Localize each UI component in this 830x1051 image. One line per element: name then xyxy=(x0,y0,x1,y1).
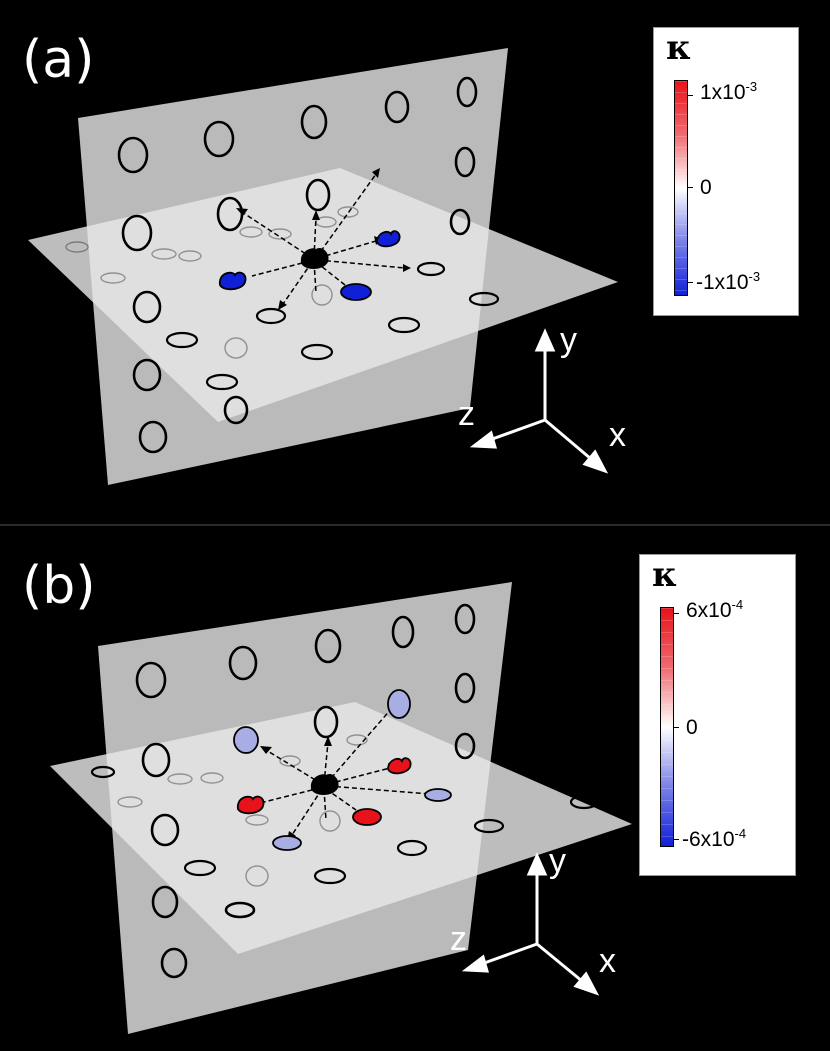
center-site xyxy=(310,774,339,796)
colorbar-max-label: 1x10-3 xyxy=(700,79,758,104)
positive-site xyxy=(237,795,265,815)
positive-site xyxy=(352,808,382,826)
axes-triad-a xyxy=(469,328,609,474)
site-ring xyxy=(454,672,476,704)
site-ring xyxy=(569,794,599,810)
site-ring xyxy=(132,290,162,324)
negative-site xyxy=(376,230,401,248)
site-ring xyxy=(473,818,505,834)
site-ring xyxy=(90,765,116,779)
site-ring xyxy=(135,661,167,699)
weak-negative-site xyxy=(272,835,302,851)
scene-a xyxy=(28,48,618,485)
panel-divider xyxy=(0,524,830,526)
z-axis-label: z xyxy=(450,920,467,958)
weak-negative-site xyxy=(424,788,452,802)
site-ring xyxy=(151,885,179,919)
neighbour-arrows xyxy=(263,707,431,836)
site-ring xyxy=(449,208,471,236)
colorbar xyxy=(674,80,688,296)
vertical-plane-sites xyxy=(135,603,476,979)
positive-site xyxy=(387,757,412,775)
panel-label: (b) xyxy=(22,556,96,616)
site-ring xyxy=(255,307,287,325)
site-ring xyxy=(396,839,428,857)
site-ring xyxy=(300,104,328,140)
z-axis-label: z xyxy=(458,395,475,433)
site-ring xyxy=(205,373,239,391)
site-ring xyxy=(454,603,476,635)
horizontal-plane xyxy=(50,702,632,954)
site-ring xyxy=(468,291,500,307)
x-axis-label: x xyxy=(609,416,626,454)
horizontal-plane-sites xyxy=(165,261,500,391)
y-axis-label: y xyxy=(549,842,566,880)
panel-b: (b) κ 6x10-4 0 -6x10-4 y z x xyxy=(0,526,830,1051)
x-axis-label: x xyxy=(599,942,616,980)
site-ring xyxy=(160,947,188,979)
site-ring xyxy=(456,76,478,108)
weak-negative-site xyxy=(233,726,259,754)
site-ring xyxy=(300,343,334,361)
weak-negative-site xyxy=(387,689,411,719)
colorbar-title: κ xyxy=(652,555,678,595)
site-ring xyxy=(314,628,342,664)
site-ring xyxy=(224,901,256,919)
site-ring xyxy=(305,178,331,212)
scene-b xyxy=(50,582,632,1034)
site-ring xyxy=(165,331,199,349)
site-ring xyxy=(138,420,168,454)
colorbar-min-label: -6x10-4 xyxy=(682,826,747,851)
site-ring xyxy=(150,813,180,847)
site-ring xyxy=(141,742,171,778)
site-ring xyxy=(228,645,258,681)
site-ring xyxy=(454,146,476,178)
site-ring xyxy=(391,615,415,649)
faint-sites xyxy=(117,734,368,887)
negative-site xyxy=(219,271,247,291)
site-ring xyxy=(223,395,249,425)
horizontal-plane xyxy=(28,168,618,422)
site-ring xyxy=(132,358,162,392)
colorbar-min-label: -1x10-3 xyxy=(696,269,761,294)
colorbar-legend: κ 1x10-3 0 -1x10-3 xyxy=(653,27,799,316)
colorbar-mid-label: 0 xyxy=(686,716,698,739)
site-ring xyxy=(203,120,235,158)
curvature-sites xyxy=(219,230,401,301)
center-site xyxy=(300,248,329,270)
site-ring xyxy=(313,867,347,885)
axes-triad-b xyxy=(461,852,600,996)
site-ring xyxy=(387,316,421,334)
site-ring xyxy=(384,90,410,124)
negative-site xyxy=(340,283,372,301)
site-ring xyxy=(117,136,149,174)
site-ring xyxy=(416,261,446,277)
colorbar-legend: κ 6x10-4 0 -6x10-4 xyxy=(639,554,796,876)
curvature-sites xyxy=(233,689,452,851)
colorbar-max-label: 6x10-4 xyxy=(686,597,744,622)
y-axis-label: y xyxy=(560,321,577,359)
site-ring xyxy=(454,732,476,760)
colorbar-title: κ xyxy=(666,28,692,68)
panel-label: (a) xyxy=(22,30,95,90)
panel-a: (a) κ 1x10-3 0 -1x10-3 y z x xyxy=(0,0,830,525)
colorbar-mid-label: 0 xyxy=(700,176,712,199)
horizontal-plane-sites xyxy=(90,765,599,885)
site-ring xyxy=(313,705,339,739)
vertical-plane-sites xyxy=(117,76,478,454)
site-ring xyxy=(183,859,217,877)
arrow-heads xyxy=(236,168,411,310)
site-ring xyxy=(121,214,153,252)
